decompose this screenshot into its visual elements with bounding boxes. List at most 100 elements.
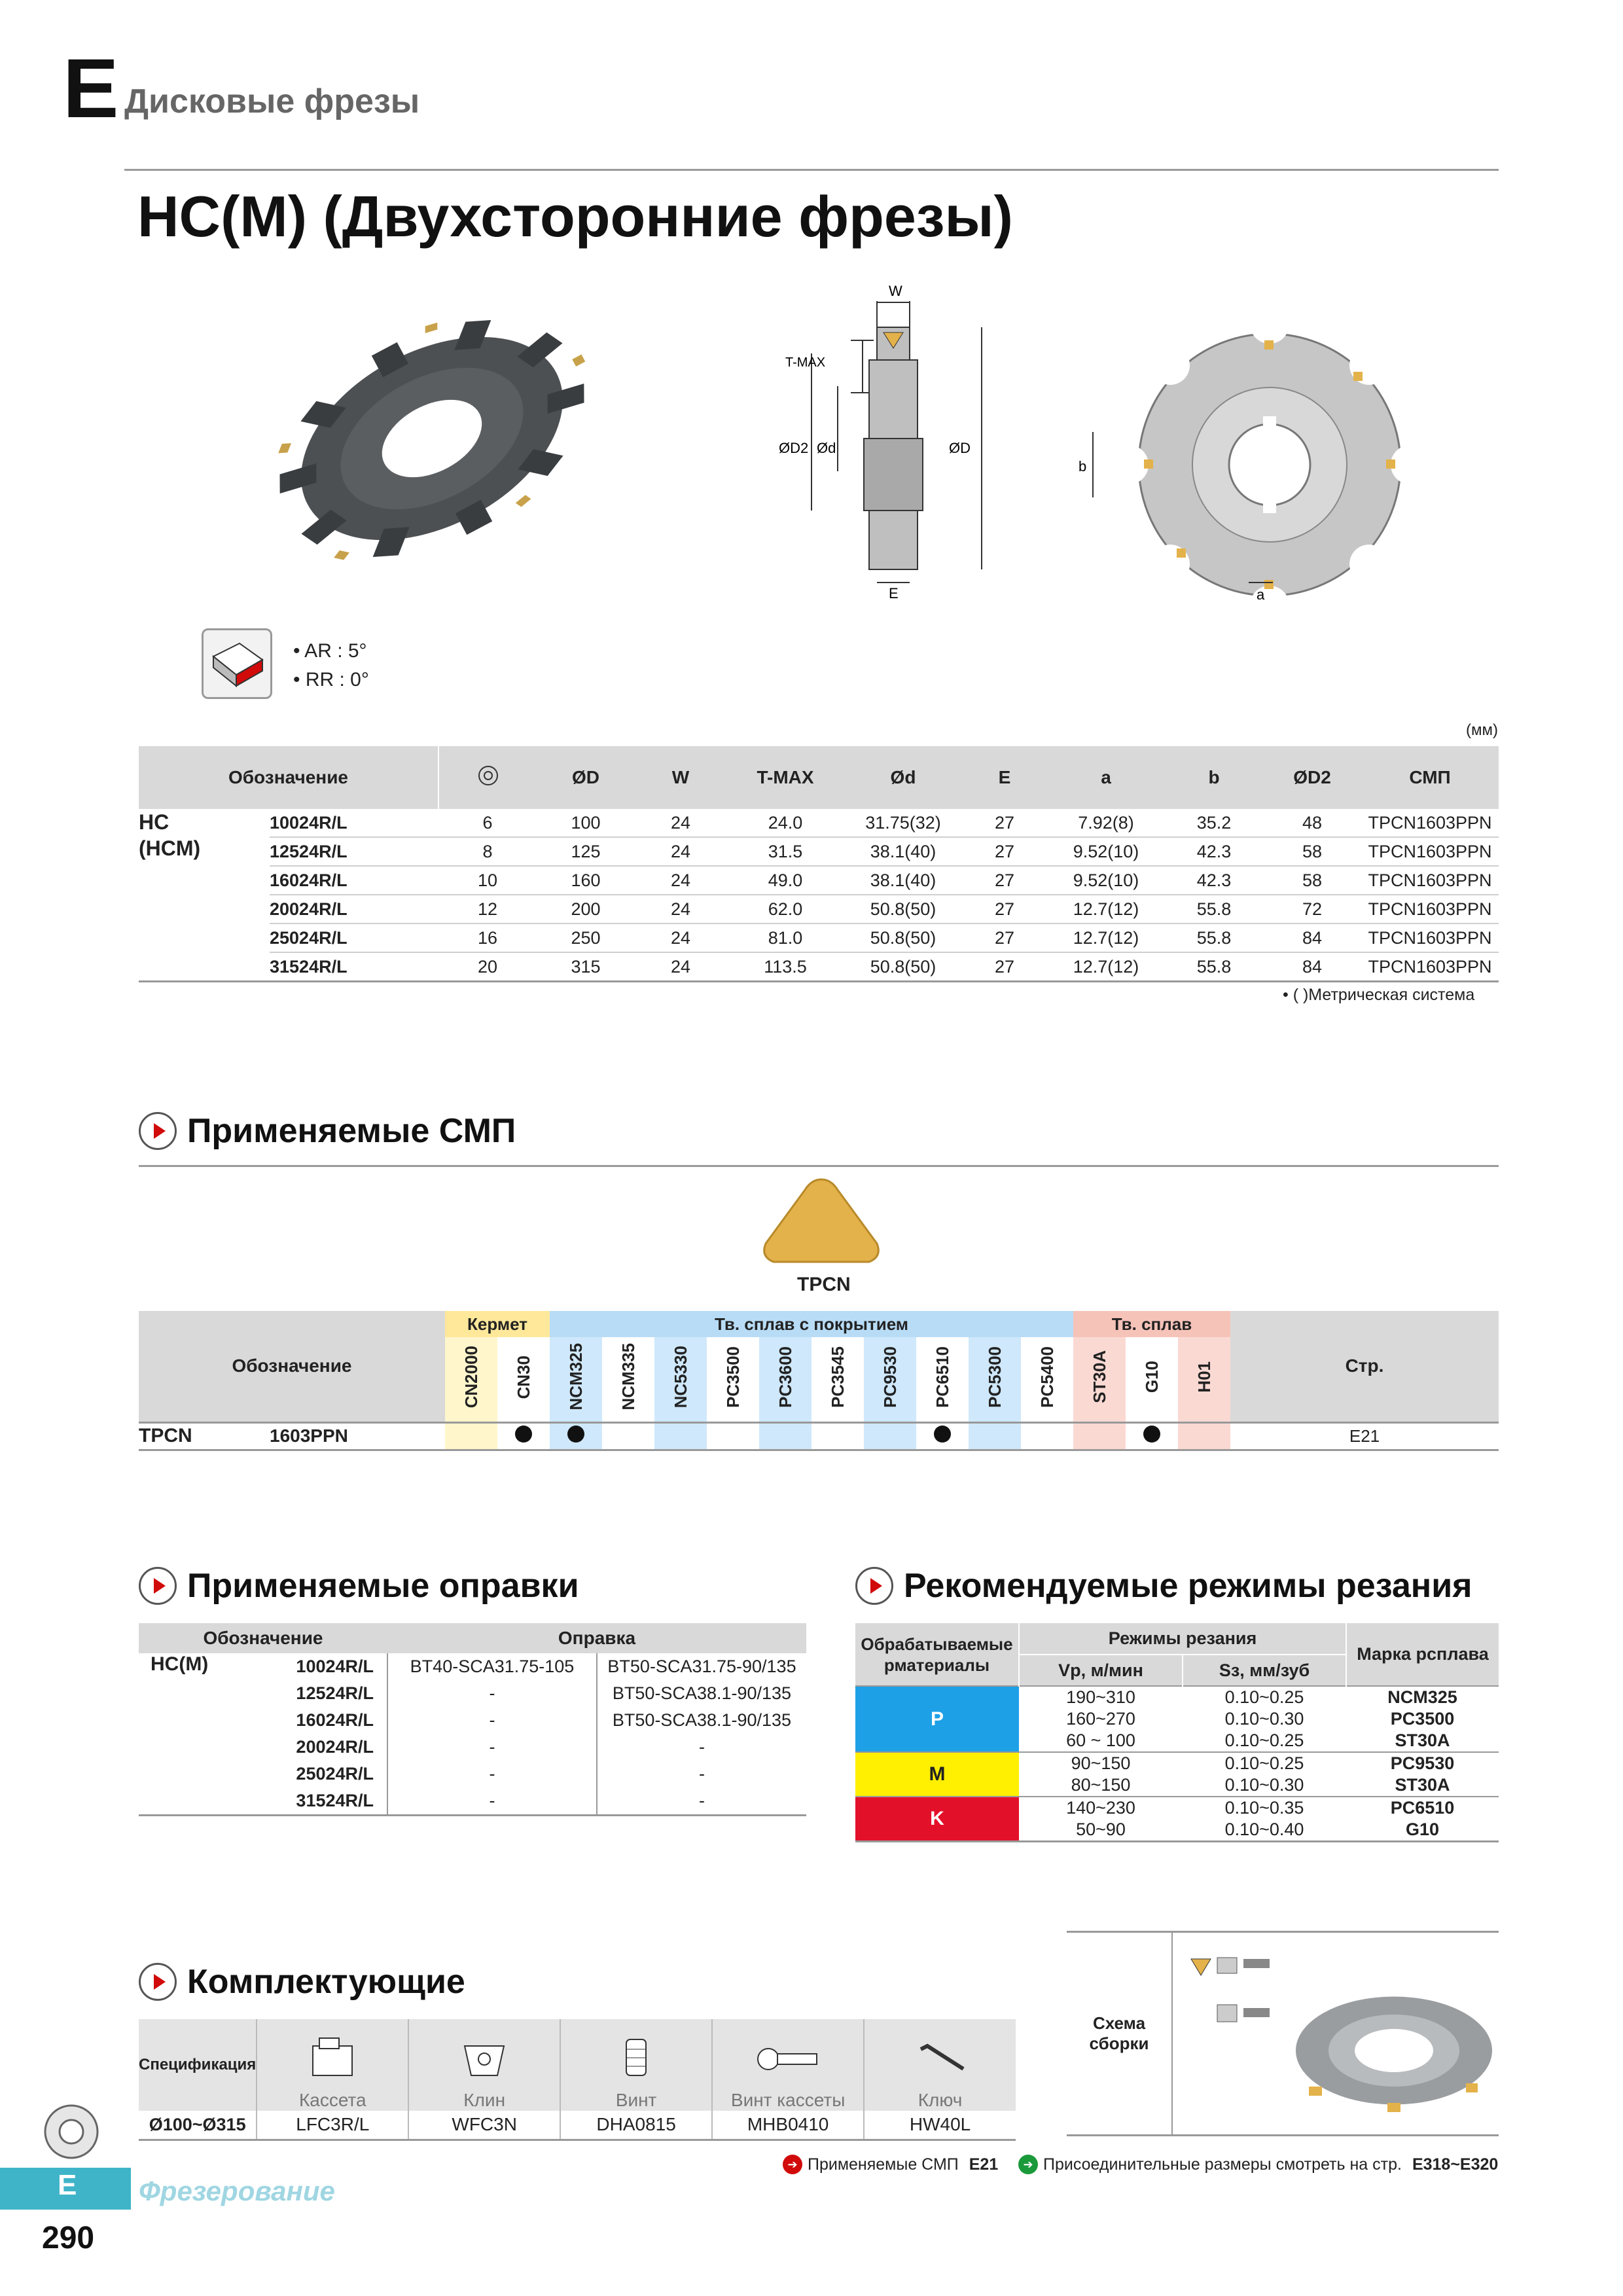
avail-cell	[812, 1422, 864, 1450]
table-row: Ø100~Ø315 LFC3R/L WFC3N DHA0815 MHB0410 …	[139, 2111, 1016, 2140]
table-row: K 140~230 0.10~0.35 PC6510	[855, 1797, 1499, 1842]
part-code: LFC3R/L	[257, 2111, 410, 2140]
teeth-cell: 16	[438, 924, 537, 953]
cutter-section-diagram: W T-MAX ØD2 Ød ØD E	[779, 283, 982, 601]
fz-cell: 0.10~0.25	[1224, 1731, 1304, 1750]
cutter-3d-image	[278, 320, 586, 560]
fz-cell: 0.10~0.25	[1224, 1687, 1304, 1707]
availability-dot	[1143, 1425, 1160, 1443]
tab-cutter-icon	[44, 2104, 99, 2159]
table-row: 20024R/L - -	[139, 1734, 806, 1761]
part-code: MHB0410	[712, 2111, 865, 2140]
grade-label: PC3545	[827, 1346, 847, 1408]
vc-cell: 190~310	[1066, 1687, 1135, 1707]
avail-cell	[602, 1422, 654, 1450]
inserts-section-header: Применяемые СМП	[139, 1111, 516, 1151]
grade-label: CN30	[513, 1355, 533, 1399]
holder-code: 31524R/L	[296, 1791, 374, 1810]
vc-cell: 80~150	[1071, 1775, 1131, 1795]
section-title: Дисковые фрезы	[124, 82, 420, 120]
vc-cell: 160~270	[1066, 1709, 1135, 1729]
D-cell: 125	[537, 837, 635, 867]
cutter-front-view: b a	[1079, 308, 1427, 622]
E-cell: 27	[962, 866, 1047, 895]
teeth-cell: 10	[438, 866, 537, 895]
grade-label: PC3500	[722, 1346, 743, 1408]
avail-cell	[916, 1422, 969, 1450]
spec-header: Спецификация	[139, 2019, 258, 2111]
cutting-table: Обрабатываемые рматериалы Режимы резания…	[855, 1623, 1499, 1842]
grade-label: NC5330	[670, 1346, 690, 1408]
tmax-cell: 62.0	[726, 895, 844, 924]
a-cell: 7.92(8)	[1047, 809, 1165, 838]
availability-dot	[934, 1425, 951, 1443]
spec-header-row: Обозначение ØD W T-MAX Ød E a b ØD2 СМП	[139, 746, 1499, 809]
part-name: Винт кассеты	[730, 2090, 846, 2110]
part-cassette: Кассета	[257, 2019, 410, 2111]
D2-cell: 58	[1263, 866, 1361, 895]
holders-family: HC(M)	[139, 1653, 257, 1816]
avail-cell	[864, 1422, 916, 1450]
page-ref[interactable]: E21	[1349, 1426, 1380, 1446]
holder-code: 25024R/L	[296, 1764, 374, 1784]
conditions-header: Режимы резания	[1019, 1623, 1347, 1655]
unit-label: (мм)	[1466, 721, 1498, 739]
teeth-cell: 12	[438, 895, 537, 924]
grade-label: NCM325	[565, 1343, 586, 1411]
fz-cell: 0.10~0.30	[1224, 1775, 1304, 1795]
grade-cell: PC6510	[1390, 1798, 1455, 1818]
holder-code: 20024R/L	[296, 1737, 374, 1757]
tmax-cell: 81.0	[726, 924, 844, 953]
tmax-cell: 49.0	[726, 866, 844, 895]
material-m: M	[855, 1752, 1019, 1797]
arrow-icon: ➔	[1018, 2155, 1038, 2174]
family-hc: HC	[139, 810, 169, 834]
insert-cell: TPCN1603PPN	[1361, 837, 1499, 867]
grade-label: PC3600	[775, 1346, 795, 1408]
vc-cell: 50~90	[1076, 1820, 1126, 1839]
play-icon	[139, 1112, 177, 1150]
table-row: 80~150 0.10~0.30 ST30A	[855, 1774, 1499, 1797]
rake-angle-icon	[202, 628, 272, 699]
holder-code: 12524R/L	[296, 1683, 374, 1703]
b-cell: 55.8	[1165, 895, 1263, 924]
b-cell: 35.2	[1165, 809, 1263, 838]
holder-2: -	[699, 1791, 705, 1810]
family-cell: HC(HCM)	[139, 809, 270, 982]
ref1-text: Применяемые СМП	[808, 2155, 959, 2174]
footer-ref-1[interactable]: ➔ Применяемые СМП E21	[783, 2155, 998, 2174]
col-W: W	[671, 767, 690, 787]
grade-designation-header: Обозначение	[139, 1311, 445, 1422]
insert-code: 1603PPN	[270, 1426, 348, 1446]
part-code: WFC3N	[408, 2111, 562, 2140]
table-row: 50~90 0.10~0.40 G10	[855, 1819, 1499, 1842]
assembly-label: Схема сборки	[1067, 1933, 1173, 2134]
W-cell: 24	[635, 895, 726, 924]
W-cell: 24	[635, 924, 726, 953]
tmax-cell: 113.5	[726, 952, 844, 982]
insert-cell: TPCN1603PPN	[1361, 866, 1499, 895]
W-cell: 24	[635, 837, 726, 867]
d-cell: 50.8(50)	[844, 952, 962, 982]
grade-label: G10	[1141, 1361, 1162, 1393]
holder-1: -	[387, 1680, 597, 1707]
avail-cell	[969, 1422, 1021, 1450]
grade-cell: PC3500	[1390, 1709, 1455, 1729]
col-tmax: T-MAX	[757, 767, 814, 787]
holder-1: BT40-SCA31.75-105	[387, 1653, 597, 1680]
teeth-icon	[438, 746, 537, 809]
footer-ref-2[interactable]: ➔ Присоединительные размеры смотреть на …	[1018, 2155, 1498, 2174]
holder-1: -	[387, 1707, 597, 1734]
holder-2: BT50-SCA38.1-90/135	[612, 1710, 792, 1730]
fz-cell: 0.10~0.25	[1224, 1753, 1304, 1773]
cutting-section-header: Рекомендуемые режимы резания	[855, 1566, 1472, 1605]
D2-cell: 84	[1263, 952, 1361, 982]
d-label: Ød	[817, 440, 836, 456]
parts-table: Спецификация Кассета Клин Винт Винт касс…	[139, 2019, 1016, 2141]
table-row: 16024R/L - BT50-SCA38.1-90/135	[139, 1707, 806, 1734]
grade-label: ST30A	[1089, 1350, 1109, 1404]
b-cell: 55.8	[1165, 924, 1263, 953]
d-cell: 50.8(50)	[844, 924, 962, 953]
part-name: Кассета	[298, 2090, 366, 2110]
tmax-cell: 24.0	[726, 809, 844, 838]
